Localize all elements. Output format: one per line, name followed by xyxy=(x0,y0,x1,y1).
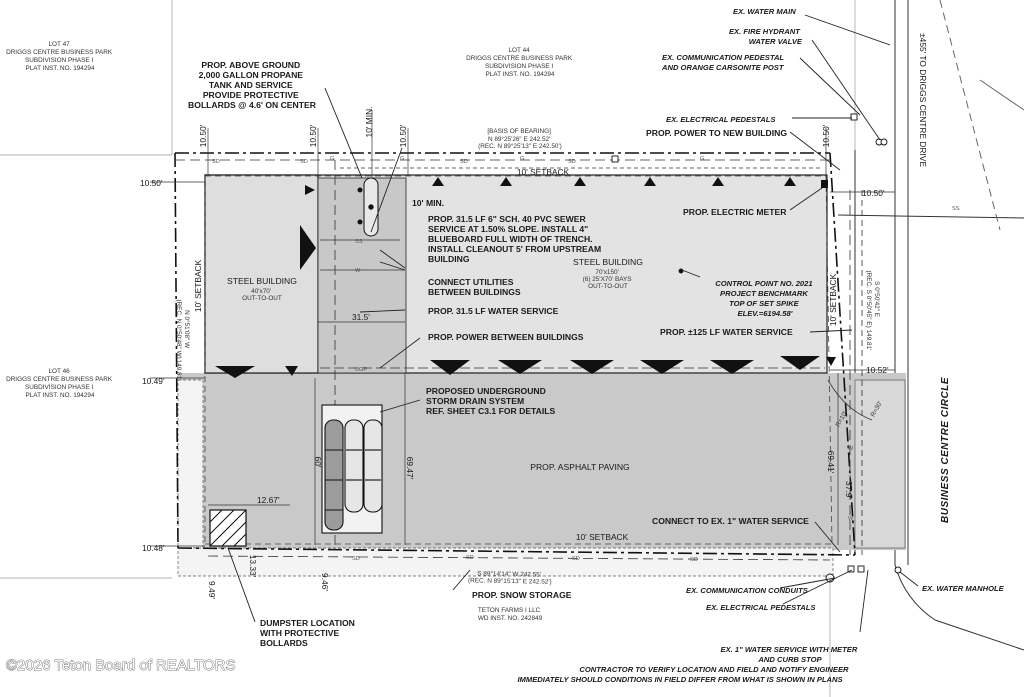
left-building-label: STEEL BUILDING xyxy=(227,276,297,286)
svg-text:SD: SD xyxy=(460,159,468,165)
min-clearance-horizontal: 10' MIN. xyxy=(412,198,444,208)
right-building-size: 70'x150' (6) 25'X70' BAYS OUT-TO-OUT xyxy=(583,269,634,290)
teton-farms-label: TETON FARMS I LLC WD INST. NO. 242849 xyxy=(478,607,543,622)
dim-top-left: 10.50' xyxy=(198,124,208,147)
dim-left-lower: 10.48' xyxy=(142,543,165,553)
contractor-note: CONTRACTOR TO VERIFY LOCATION AND FIELD … xyxy=(517,665,850,684)
dim-curb: 37.9' xyxy=(844,481,854,499)
power-new-building-callout: PROP. POWER TO NEW BUILDING xyxy=(646,128,787,138)
svg-text:G: G xyxy=(330,156,334,162)
dim-top-right: 10.50' xyxy=(821,124,831,147)
dim-paving-right: 69.41' xyxy=(826,451,836,474)
svg-text:W: W xyxy=(848,446,854,452)
dim-lot-height: 60' xyxy=(313,457,323,468)
dim-span: 31.5' xyxy=(352,312,370,322)
comm-conduits-callout: EX. COMMUNICATION CONDUITS xyxy=(686,586,808,595)
road-name: BUSINESS CENTRE CIRCLE xyxy=(940,377,951,523)
lot-46-label: LOT 46 DRIGGS CENTRE BUSINESS PARK SUBDI… xyxy=(6,368,114,399)
svg-text:G: G xyxy=(400,156,404,162)
dim-right-middle: 10.52' xyxy=(866,365,889,375)
connect-water-callout: CONNECT TO EX. 1" WATER SERVICE xyxy=(652,516,809,526)
elec-pedestals-bottom-callout: EX. ELECTRICAL PEDESTALS xyxy=(706,603,815,612)
min-clearance-vertical: 10' MIN. xyxy=(364,107,374,138)
dim-top-mid: 10.50' xyxy=(308,124,318,147)
power-between-callout: PROP. POWER BETWEEN BUILDINGS xyxy=(428,332,584,342)
door-markers xyxy=(215,177,836,378)
svg-text:SS: SS xyxy=(355,239,363,245)
svg-text:G: G xyxy=(700,156,704,162)
left-building-size: 40'x70' OUT-TO-OUT xyxy=(242,288,282,302)
svg-text:SD: SD xyxy=(568,159,576,165)
water-meter-callout: EX. 1" WATER SERVICE WITH METER AND CURB… xyxy=(721,645,860,664)
dim-bottom-mid: 9.46' xyxy=(320,573,330,591)
dim-dumpster-width: 12.67' xyxy=(257,495,280,505)
svg-text:SD: SD xyxy=(212,159,220,165)
water-main-callout: EX. WATER MAIN xyxy=(733,7,796,16)
connect-utilities-callout: CONNECT UTILITIES BETWEEN BUILDINGS xyxy=(428,277,521,297)
faint-lot-lines xyxy=(0,0,856,697)
utility-labels: SD SD SD SD G G G G SS W UGP SD SD SD SD… xyxy=(212,156,960,563)
water-manhole-callout: EX. WATER MANHOLE xyxy=(922,584,1005,593)
building-gap-area xyxy=(317,177,407,374)
svg-text:UGP: UGP xyxy=(355,367,367,373)
sewer-callout: PROP. 31.5 LF 6" SCH. 40 PVC SEWER SERVI… xyxy=(428,214,604,264)
svg-text:SD: SD xyxy=(300,159,308,165)
dim-bottom-left: 9.49' xyxy=(207,581,217,599)
lot-44-label: LOT 44 DRIGGS CENTRE BUSINESS PARK SUBDI… xyxy=(466,47,574,78)
svg-text:W: W xyxy=(848,516,854,522)
comm-pedestal-callout: EX. COMMUNICATION PEDESTAL AND ORANGE CA… xyxy=(661,53,786,72)
setback-right: 10' SETBACK xyxy=(828,273,838,326)
setback-top: 10' SETBACK xyxy=(517,167,570,177)
dim-left-middle: 10.49' xyxy=(142,376,165,386)
top-bearing: [BASIS OF BEARING] N 89°25'26" E 242.52'… xyxy=(478,128,562,150)
dim-dumpster-height: 13.33' xyxy=(248,555,258,578)
property-boundary xyxy=(174,152,856,556)
propane-callout: PROP. ABOVE GROUND 2,000 GALLON PROPANE … xyxy=(188,60,317,110)
snow-storage-callout: PROP. SNOW STORAGE xyxy=(472,590,572,600)
copyright-watermark: ©2026 Teton Board of REALTORS xyxy=(6,657,236,674)
right-building-label: STEEL BUILDING xyxy=(573,257,643,267)
dumpster-callout: DUMPSTER LOCATION WITH PROTECTIVE BOLLAR… xyxy=(260,618,357,648)
left-building-footprint xyxy=(204,174,319,374)
svg-text:G: G xyxy=(520,156,524,162)
elec-pedestals-top-callout: EX. ELECTRICAL PEDESTALS xyxy=(666,115,775,124)
svg-text:SD: SD xyxy=(352,556,360,562)
asphalt-paving-area xyxy=(178,373,906,550)
dumpster-pad-icon xyxy=(209,509,247,547)
leader-lines xyxy=(227,14,919,633)
utility-lines xyxy=(175,159,873,561)
svg-text:SD: SD xyxy=(690,557,698,563)
snow-storage-strip-left xyxy=(177,379,204,549)
control-point-label: CONTROL POINT NO. 2021 PROJECT BENCHMARK… xyxy=(715,279,814,318)
bottom-bearing: S 89°14'14" W 242.55' (REC. N 89°15'13" … xyxy=(468,569,552,585)
right-bearing: S 0°50'42" E (REC. S 0°50'45" E) 149.81' xyxy=(865,271,881,351)
snow-storage-strip-bottom xyxy=(177,547,834,577)
snow-storage-strip-right xyxy=(854,379,906,549)
utility-pedestal-markers xyxy=(611,113,902,583)
dim-left-upper: 10.50' xyxy=(140,178,163,188)
electric-meter-callout: PROP. ELECTRIC METER xyxy=(683,207,787,217)
water-125-callout: PROP. ±125 LF WATER SERVICE xyxy=(660,327,793,337)
setback-bottom: 10' SETBACK xyxy=(576,532,629,542)
storm-drain-callout: PROPOSED UNDERGROUND STORM DRAIN SYSTEM … xyxy=(426,386,556,416)
dim-paving-height: 69.47' xyxy=(405,457,415,480)
svg-text:SD: SD xyxy=(466,555,474,561)
svg-text:SS: SS xyxy=(952,206,960,212)
fire-hydrant-callout: EX. FIRE HYDRANT WATER VALVE xyxy=(729,27,803,46)
water-service-callout: PROP. 31.5 LF WATER SERVICE xyxy=(428,306,559,316)
setback-left: 10' SETBACK xyxy=(193,259,203,312)
svg-text:SD: SD xyxy=(572,556,580,562)
distance-to-driggs: ±455' TO DRIGGS CENTRE DRIVE xyxy=(918,33,928,167)
dim-right-upper: 10.50' xyxy=(862,188,885,198)
left-bearing: N 0°51'08" W (REC. N 0°50'48" W) 149.81' xyxy=(175,299,191,380)
asphalt-paving-label: PROP. ASPHALT PAVING xyxy=(530,462,630,472)
dimension-lines xyxy=(150,110,895,547)
dim-top-center: 10.50' xyxy=(398,124,408,147)
storm-drain-system-icon xyxy=(321,404,383,534)
svg-text:W: W xyxy=(355,268,361,274)
lot-47-label: LOT 47 DRIGGS CENTRE BUSINESS PARK SUBDI… xyxy=(6,41,114,72)
